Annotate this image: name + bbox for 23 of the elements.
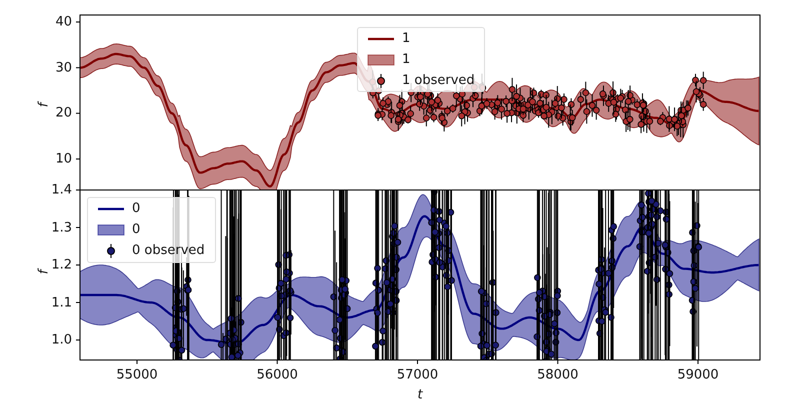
tick-label: 20 [55,106,72,121]
tick-label: 56000 [256,368,298,382]
legend-label: 0 [132,222,140,237]
tick-label: 1.0 [51,332,72,348]
tick-label: 40 [55,14,72,30]
tick-label: 57000 [396,368,438,382]
tick-label: 59000 [677,368,719,382]
legend-label: 1 [402,31,410,46]
tick-label: 58000 [537,368,578,382]
axis-label: f [36,102,52,108]
tick-label: 30 [55,60,72,76]
axis-label: t [417,388,423,400]
tick-label: 10 [55,152,72,166]
tick-label: 1.1 [51,295,72,310]
tick-label: 55000 [116,368,158,382]
tick-label: 1.4 [51,182,72,198]
tick-label: 1.2 [51,258,72,272]
axis-label: f [36,270,52,274]
legend-label: 0 [132,201,140,216]
legend-label: 1 observed [402,73,475,88]
legend-label: 1 [402,52,410,67]
legend-label: 0 observed [132,243,205,258]
tick-label: 1.3 [51,220,72,235]
